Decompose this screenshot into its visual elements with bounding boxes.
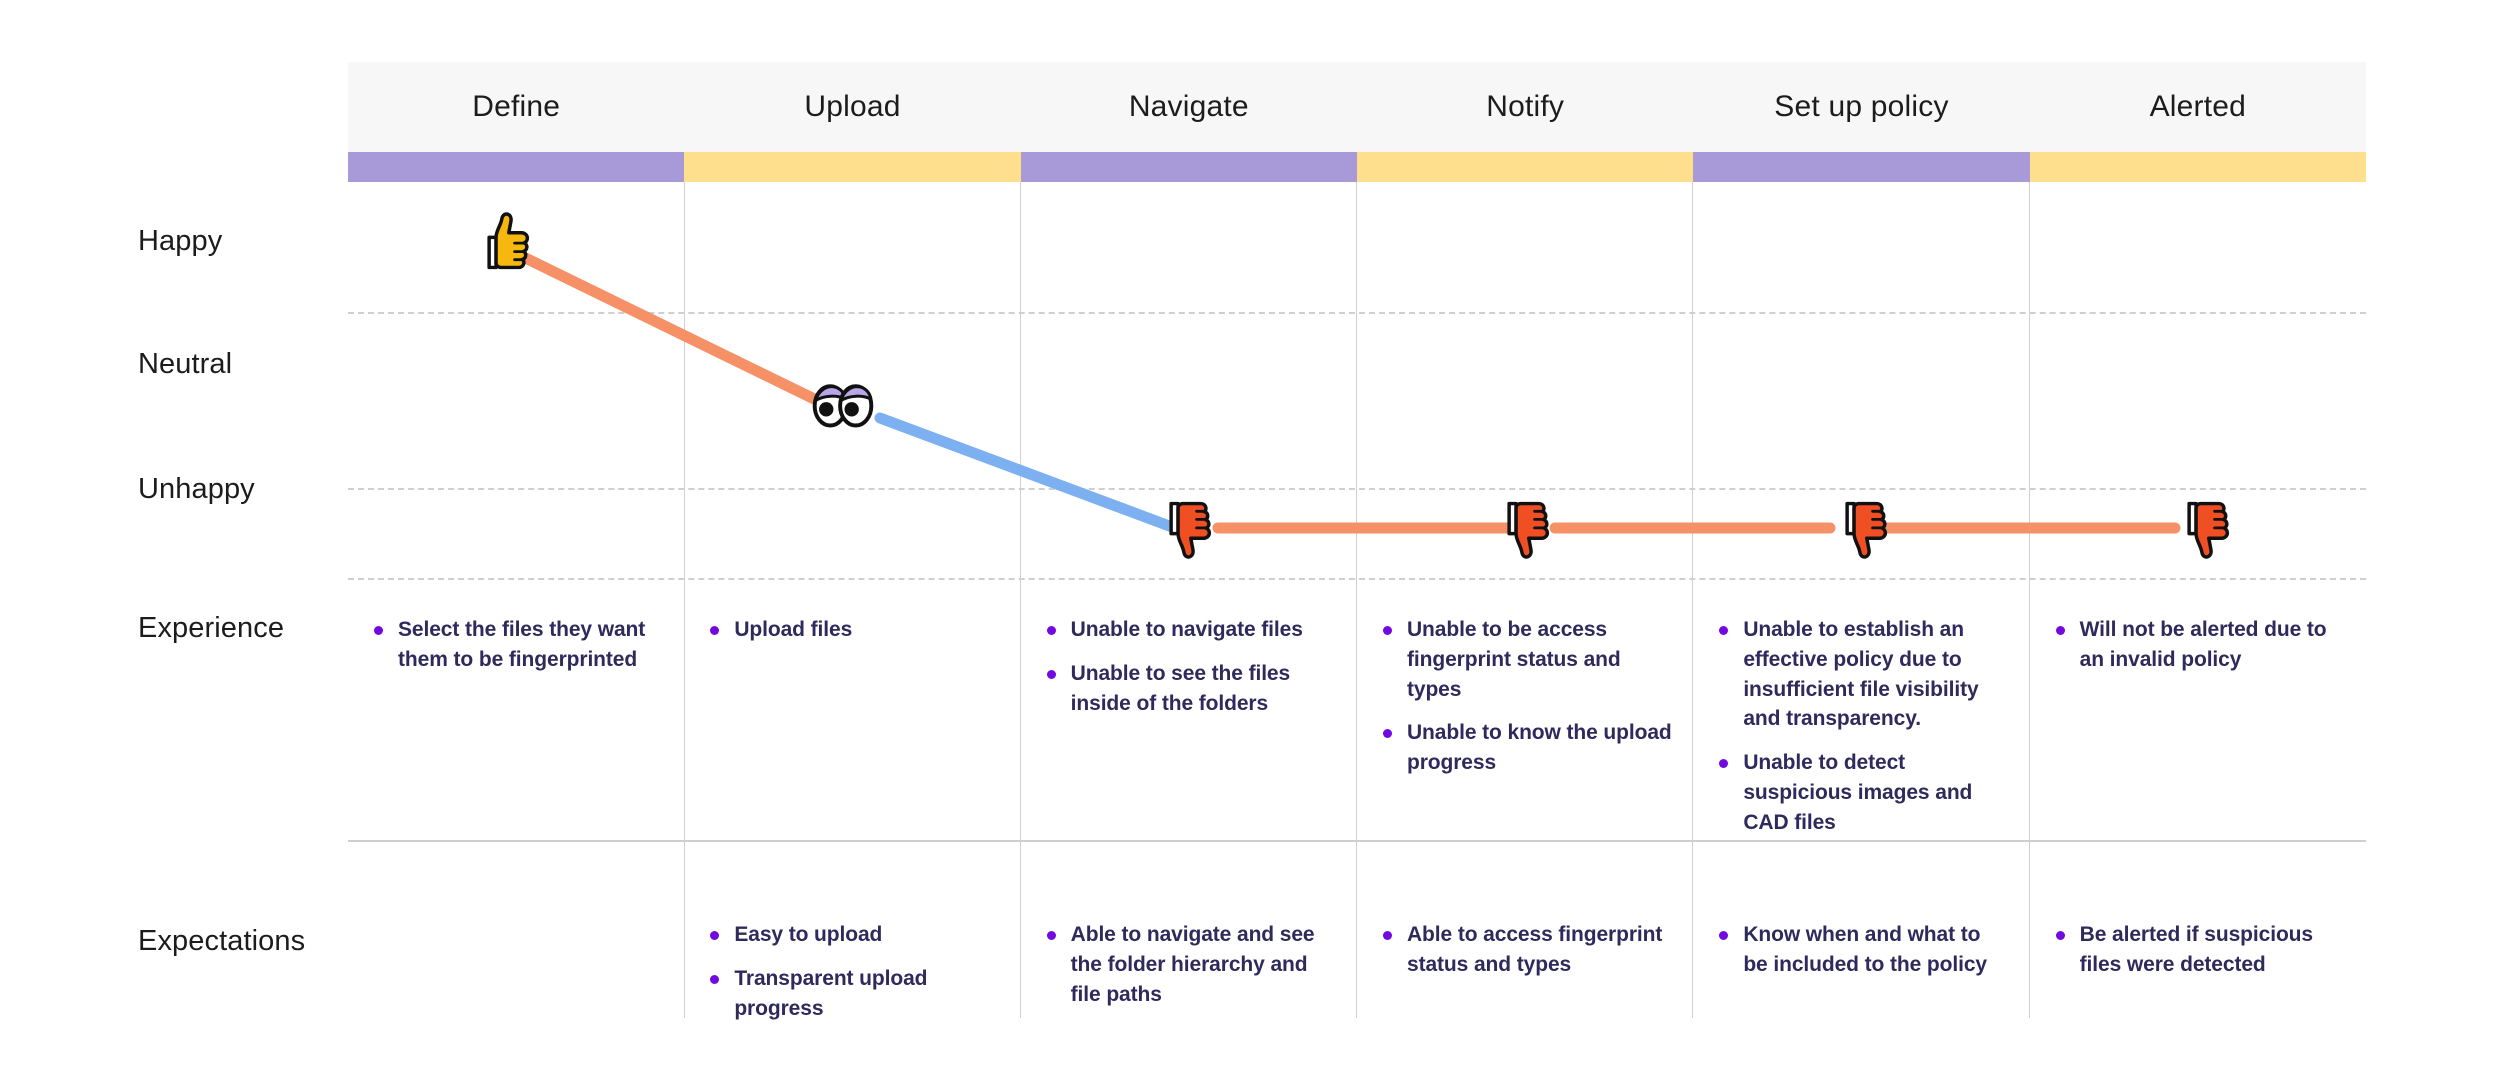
- expectations-cell-alerted: Be alerted if suspicious files were dete…: [2030, 920, 2366, 1037]
- emoji-eyes-upload: [806, 370, 880, 444]
- column-divider-2: [1020, 182, 1021, 1018]
- list-item: Unable to be access fingerprint status a…: [1379, 615, 1673, 704]
- list-item: Transparent upload progress: [706, 964, 1000, 1024]
- stage-color-bar-row: [348, 152, 2366, 182]
- stage-header-upload[interactable]: Upload: [804, 90, 901, 123]
- list-item: Unable to establish an effective policy …: [1715, 615, 2009, 734]
- list-item: Upload files: [706, 615, 1000, 645]
- journey-segment-define-upload: [499, 242, 851, 420]
- gridline-experience-top: [348, 578, 2366, 580]
- expectations-list-set-up-policy: Know when and what to be included to the…: [1715, 920, 2009, 980]
- expectations-cell-navigate: Able to navigate and see the folder hier…: [1021, 920, 1357, 1037]
- stage-color-bar-navigate: [1020, 152, 1357, 182]
- section-label-expectations: Expectations: [138, 925, 306, 957]
- experience-cell-alerted: Will not be alerted due to an invalid po…: [2030, 615, 2366, 852]
- list-item: Unable to navigate files: [1043, 615, 1337, 645]
- list-item: Able to navigate and see the folder hier…: [1043, 920, 1337, 1009]
- stage-header-alerted[interactable]: Alerted: [2149, 90, 2247, 123]
- emoji-thumbs-down-notify: [1486, 492, 1560, 566]
- expectations-cell-set-up-policy: Know when and what to be included to the…: [1693, 920, 2029, 1037]
- list-item: Able to access fingerprint status and ty…: [1379, 920, 1673, 980]
- column-divider-5: [2029, 182, 2030, 1018]
- divider-experience-expectations: [348, 840, 2366, 842]
- experience-cell-notify: Unable to be access fingerprint status a…: [1357, 615, 1693, 852]
- expectations-cell-define: [348, 920, 684, 1037]
- experience-list-alerted: Will not be alerted due to an invalid po…: [2052, 615, 2346, 675]
- expectations-list-alerted: Be alerted if suspicious files were dete…: [2052, 920, 2346, 980]
- stage-color-bar-upload: [684, 152, 1021, 182]
- list-item: Unable to see the files inside of the fo…: [1043, 659, 1337, 719]
- stage-header-notify[interactable]: Notify: [1486, 90, 1565, 123]
- experience-list-set-up-policy: Unable to establish an effective policy …: [1715, 615, 2009, 838]
- stage-header-define[interactable]: Define: [472, 90, 561, 123]
- list-item: Unable to know the upload progress: [1379, 718, 1673, 778]
- emoji-thumbs-up-define: [466, 205, 540, 279]
- emoji-thumbs-down-navigate: [1148, 492, 1222, 566]
- experience-row: Select the files they want them to be fi…: [348, 615, 2366, 852]
- expectations-list-navigate: Able to navigate and see the folder hier…: [1043, 920, 1337, 1009]
- stage-header-set-up-policy[interactable]: Set up policy: [1774, 90, 1949, 123]
- experience-cell-upload: Upload files: [684, 615, 1020, 852]
- emoji-thumbs-down-set-up-policy: [1824, 492, 1898, 566]
- list-item: Be alerted if suspicious files were dete…: [2052, 920, 2346, 980]
- expectations-cell-notify: Able to access fingerprint status and ty…: [1357, 920, 1693, 1037]
- gridline-neutral: [348, 312, 2366, 314]
- axis-label-neutral: Neutral: [138, 348, 233, 380]
- list-item: Unable to detect suspicious images and C…: [1715, 748, 2009, 837]
- experience-cell-define: Select the files they want them to be fi…: [348, 615, 684, 852]
- column-divider-1: [684, 182, 685, 1018]
- axis-label-unhappy: Unhappy: [138, 473, 255, 505]
- list-item: Easy to upload: [706, 920, 1000, 950]
- stage-color-bar-set-up-policy: [1693, 152, 2030, 182]
- experience-cell-set-up-policy: Unable to establish an effective policy …: [1693, 615, 2029, 852]
- section-label-experience: Experience: [138, 612, 285, 644]
- stage-header-band: Define Upload Navigate Notify Set up pol…: [348, 62, 2366, 152]
- stage-color-bar-notify: [1356, 152, 1694, 182]
- experience-list-define: Select the files they want them to be fi…: [370, 615, 664, 675]
- axis-label-happy: Happy: [138, 225, 223, 257]
- experience-list-upload: Upload files: [706, 615, 1000, 645]
- column-divider-3: [1356, 182, 1357, 1018]
- list-item: Know when and what to be included to the…: [1715, 920, 2009, 980]
- gridline-unhappy: [348, 488, 2366, 490]
- stage-header-navigate[interactable]: Navigate: [1128, 90, 1249, 123]
- stage-color-bar-define: [348, 152, 685, 182]
- expectations-list-notify: Able to access fingerprint status and ty…: [1379, 920, 1673, 980]
- stage-color-bar-alerted: [2029, 152, 2366, 182]
- experience-list-notify: Unable to be access fingerprint status a…: [1379, 615, 1673, 778]
- list-item: Will not be alerted due to an invalid po…: [2052, 615, 2346, 675]
- list-item: Select the files they want them to be fi…: [370, 615, 664, 675]
- column-divider-4: [1692, 182, 1693, 1018]
- journey-segment-upload-navigate: [874, 412, 1186, 536]
- emoji-thumbs-down-alerted: [2166, 492, 2240, 566]
